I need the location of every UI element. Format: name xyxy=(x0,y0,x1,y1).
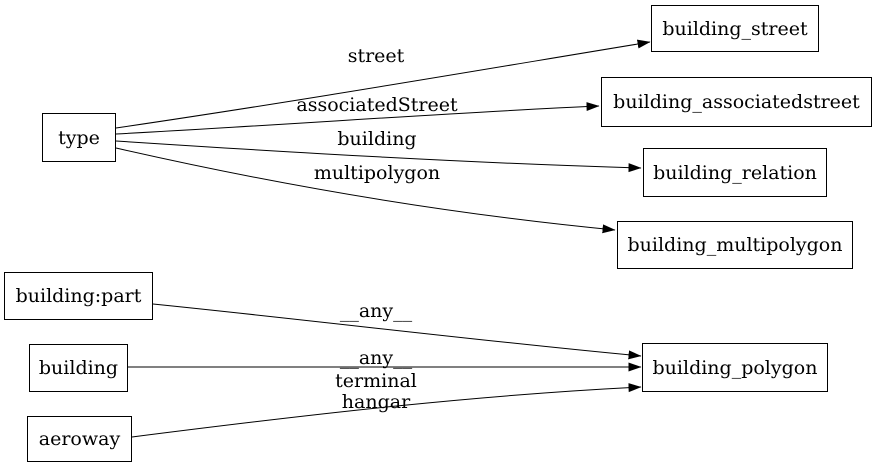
node-building_polygon: building_polygon xyxy=(642,343,828,392)
edge-label-associatedstreet: associatedStreet xyxy=(296,94,458,116)
edge-aeroway-building_polygon xyxy=(131,383,642,438)
edge-type-building_associatedstreet xyxy=(115,102,600,135)
node-building_relation: building_relation xyxy=(643,148,827,197)
edge-type-building_street xyxy=(115,39,651,129)
node-building_street: building_street xyxy=(651,5,819,52)
node-building-part: building:part xyxy=(4,272,153,320)
edge-label-terminal-hangar: terminal hangar xyxy=(335,370,417,413)
edge-label-street: street xyxy=(347,45,405,67)
edge-type-building_multipolygon xyxy=(115,147,616,234)
edge-type-building_relation xyxy=(115,140,642,173)
edge-label-any-buildingpart: __any__ xyxy=(339,300,413,322)
edge-label-multipolygon: multipolygon xyxy=(313,162,441,184)
node-building: building xyxy=(29,344,128,392)
node-type: type xyxy=(42,113,116,162)
node-aeroway: aeroway xyxy=(27,416,132,462)
edge-label-building: building xyxy=(337,128,417,150)
node-building_multipolygon: building_multipolygon xyxy=(617,221,853,269)
edge-label-any-building: __any__ xyxy=(339,347,413,369)
edge-buildingpart-building_polygon xyxy=(152,303,642,360)
node-building_associatedstreet: building_associatedstreet xyxy=(601,77,872,127)
